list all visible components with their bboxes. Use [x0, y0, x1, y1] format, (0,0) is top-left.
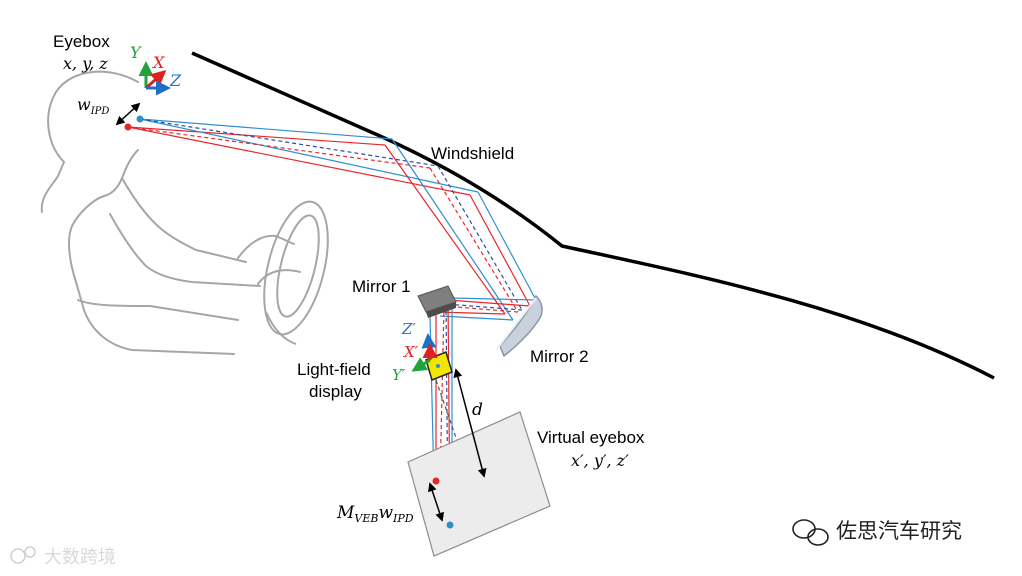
windshield-label: Windshield	[431, 144, 514, 163]
rays-mirror2-mirror1	[435, 297, 537, 321]
mirror-1-label: Mirror 1	[352, 277, 411, 296]
axis-x-label: X	[151, 53, 165, 72]
steering-wheel	[263, 200, 329, 345]
rays-eye-windshield	[127, 118, 479, 196]
display-axes	[411, 333, 438, 372]
virtual-eyebox-plane	[407, 411, 551, 557]
light-field-label-line2: display	[309, 382, 362, 401]
axis-z-label: Z	[169, 71, 182, 90]
watermark-bottom-right: 佐思汽车研究	[792, 519, 962, 546]
svg-text:佐思汽车研究: 佐思汽车研究	[836, 520, 962, 543]
eyebox-axes	[138, 61, 171, 96]
virtual-eyebox-coords-label: x′, y′, z′	[571, 451, 629, 470]
w-ipd-label: wIPD	[77, 95, 109, 117]
m-veb-arrow	[428, 482, 444, 522]
distance-label: d	[472, 400, 483, 420]
axis-y-label: Y	[130, 43, 142, 62]
eyebox-label: Eyebox	[53, 32, 110, 51]
eyebox-coords-label: x, y, z	[63, 54, 108, 73]
light-field-label-line1: Light-field	[297, 360, 371, 379]
display-axis-z-label: Z′	[401, 320, 416, 338]
eye-point-left	[124, 123, 132, 131]
mirror-1-shape	[417, 285, 457, 318]
rays-windshield-mirror2	[384, 138, 537, 321]
m-veb-w-ipd-label: MVEBwIPD	[336, 503, 414, 525]
distance-arrow	[453, 368, 487, 478]
mirror-2-label: Mirror 2	[530, 347, 589, 366]
windshield-line	[191, 51, 995, 380]
eye-point-right	[136, 115, 144, 123]
virtual-eyebox-label: Virtual eyebox	[537, 428, 645, 447]
mirror-2-shape	[495, 294, 543, 358]
w-ipd-arrow	[115, 102, 141, 126]
display-axis-x-label: X′	[403, 343, 419, 361]
driver-silhouette	[40, 70, 301, 355]
wechat-icon	[792, 519, 829, 546]
display-axis-y-label: Y′	[392, 366, 406, 384]
watermark-bottom-left: 大数跨境	[10, 546, 116, 567]
light-field-display-shape	[425, 350, 453, 382]
virtual-eye-point-left	[432, 477, 440, 485]
svg-text:大数跨境: 大数跨境	[44, 547, 116, 567]
virtual-eye-point-right	[446, 521, 454, 529]
